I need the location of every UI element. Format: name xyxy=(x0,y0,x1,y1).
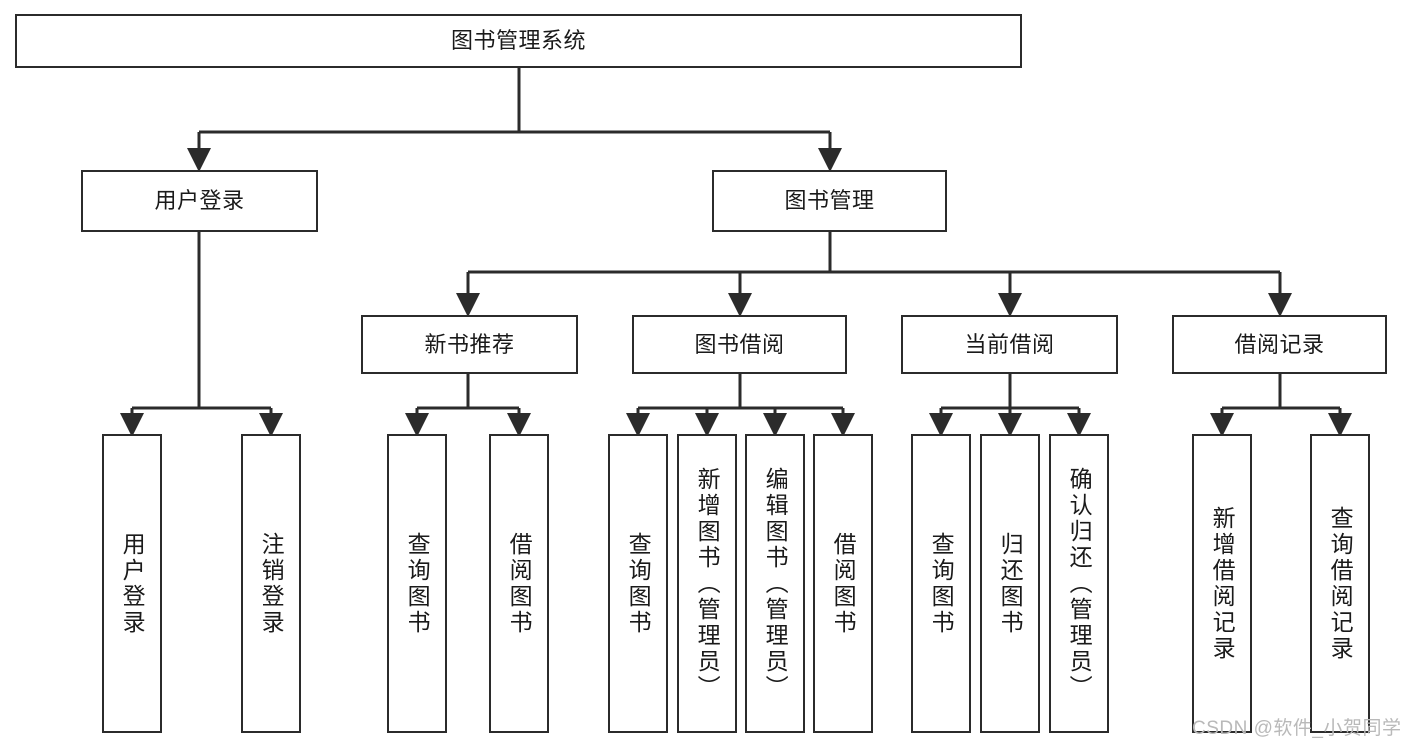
node-user-login-label: 用户登录 xyxy=(154,188,245,214)
node-leaf-confirm-return[interactable]: 确认归还（管理员） xyxy=(1049,434,1109,733)
node-current-borrow[interactable]: 当前借阅 xyxy=(901,315,1118,374)
node-book-management[interactable]: 图书管理 xyxy=(712,170,947,232)
node-leaf-user-login-label: 用户登录 xyxy=(119,531,146,636)
node-leaf-query-book-2-label: 查询图书 xyxy=(625,531,652,636)
node-leaf-confirm-return-label: 确认归还（管理员） xyxy=(1066,466,1093,701)
node-root[interactable]: 图书管理系统 xyxy=(15,14,1022,68)
node-leaf-add-record-label: 新增借阅记录 xyxy=(1209,505,1236,662)
csdn-watermark: CSDN @软件_小贺同学 xyxy=(1192,718,1402,739)
node-leaf-add-record[interactable]: 新增借阅记录 xyxy=(1192,434,1252,733)
node-leaf-user-login[interactable]: 用户登录 xyxy=(102,434,162,733)
node-root-label: 图书管理系统 xyxy=(450,28,586,54)
node-leaf-borrow-book-2-label: 借阅图书 xyxy=(830,531,857,636)
node-leaf-edit-book-label: 编辑图书（管理员） xyxy=(762,466,789,701)
node-leaf-borrow-book-1-label: 借阅图书 xyxy=(506,531,533,636)
node-leaf-edit-book[interactable]: 编辑图书（管理员） xyxy=(745,434,805,733)
node-leaf-query-record[interactable]: 查询借阅记录 xyxy=(1310,434,1370,733)
node-book-borrow-label: 图书借阅 xyxy=(694,331,785,357)
node-leaf-borrow-book-1[interactable]: 借阅图书 xyxy=(489,434,549,733)
node-leaf-add-book[interactable]: 新增图书（管理员） xyxy=(677,434,737,733)
node-leaf-borrow-book-2[interactable]: 借阅图书 xyxy=(813,434,873,733)
node-borrow-record[interactable]: 借阅记录 xyxy=(1172,315,1387,374)
node-leaf-query-record-label: 查询借阅记录 xyxy=(1327,505,1354,662)
node-leaf-return-book[interactable]: 归还图书 xyxy=(980,434,1040,733)
node-leaf-logout-login[interactable]: 注销登录 xyxy=(241,434,301,733)
node-current-borrow-label: 当前借阅 xyxy=(964,331,1055,357)
node-leaf-add-book-label: 新增图书（管理员） xyxy=(694,466,721,701)
node-borrow-record-label: 借阅记录 xyxy=(1234,331,1325,357)
node-leaf-query-book-2[interactable]: 查询图书 xyxy=(608,434,668,733)
node-leaf-query-book-3[interactable]: 查询图书 xyxy=(911,434,971,733)
node-book-borrow[interactable]: 图书借阅 xyxy=(632,315,847,374)
node-new-book-recommend[interactable]: 新书推荐 xyxy=(361,315,578,374)
node-book-management-label: 图书管理 xyxy=(784,188,875,214)
node-user-login[interactable]: 用户登录 xyxy=(81,170,318,232)
node-new-book-recommend-label: 新书推荐 xyxy=(424,331,515,357)
node-leaf-query-book-1-label: 查询图书 xyxy=(404,531,431,636)
node-leaf-return-book-label: 归还图书 xyxy=(997,531,1024,636)
node-leaf-query-book-1[interactable]: 查询图书 xyxy=(387,434,447,733)
node-leaf-logout-login-label: 注销登录 xyxy=(258,531,285,636)
node-leaf-query-book-3-label: 查询图书 xyxy=(928,531,955,636)
